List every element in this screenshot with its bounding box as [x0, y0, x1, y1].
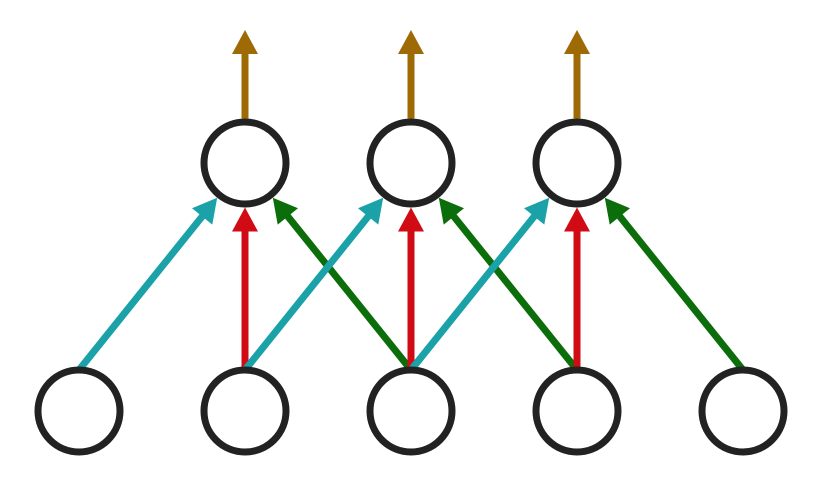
output-arrow-2 — [564, 30, 590, 119]
edge-right-edge-arrow-2-shaft — [283, 212, 414, 373]
input-node-2 — [366, 366, 456, 456]
edge-center-edge-arrow-1 — [232, 207, 258, 370]
output-arrows — [232, 30, 590, 119]
edge-right-edge-arrow-2 — [272, 197, 414, 373]
output-arrow-0-head — [232, 30, 258, 54]
input-node-0 — [34, 366, 124, 456]
edge-right-edge-arrow-8-shaft — [615, 212, 746, 373]
edge-left-edge-arrow-3-head — [358, 197, 384, 225]
edge-right-edge-arrow-2-head — [272, 197, 298, 225]
connection-edges — [76, 197, 746, 373]
output-arrow-0 — [232, 30, 258, 119]
edge-left-edge-arrow-6 — [408, 197, 550, 373]
edge-right-edge-arrow-5-head — [438, 197, 464, 225]
input-node-4 — [698, 366, 788, 456]
output-arrow-2-head — [564, 30, 590, 54]
edge-left-edge-arrow-3 — [242, 197, 384, 373]
edge-center-edge-arrow-4 — [398, 207, 424, 370]
edge-center-edge-arrow-4-head — [398, 207, 424, 232]
edge-left-edge-arrow-0-head — [192, 197, 218, 225]
edge-left-edge-arrow-0 — [76, 197, 218, 373]
edge-right-edge-arrow-8-head — [604, 197, 630, 225]
hidden-node-0 — [200, 118, 290, 208]
hidden-node-2 — [532, 118, 622, 208]
edge-left-edge-arrow-6-head — [524, 197, 550, 225]
edge-right-edge-arrow-5-shaft — [449, 212, 580, 373]
edge-center-edge-arrow-7-head — [564, 207, 590, 232]
output-arrow-1 — [398, 30, 424, 119]
input-node-3 — [532, 366, 622, 456]
network-nodes — [34, 118, 788, 456]
edge-left-edge-arrow-0-shaft — [76, 212, 207, 373]
input-node-1 — [200, 366, 290, 456]
edge-center-edge-arrow-1-head — [232, 207, 258, 232]
edge-left-edge-arrow-6-shaft — [408, 212, 539, 373]
edge-center-edge-arrow-7 — [564, 207, 590, 370]
edge-left-edge-arrow-3-shaft — [242, 212, 373, 373]
output-arrow-1-head — [398, 30, 424, 54]
hidden-node-1 — [366, 118, 456, 208]
edge-right-edge-arrow-8 — [604, 197, 746, 373]
edge-right-edge-arrow-5 — [438, 197, 580, 373]
